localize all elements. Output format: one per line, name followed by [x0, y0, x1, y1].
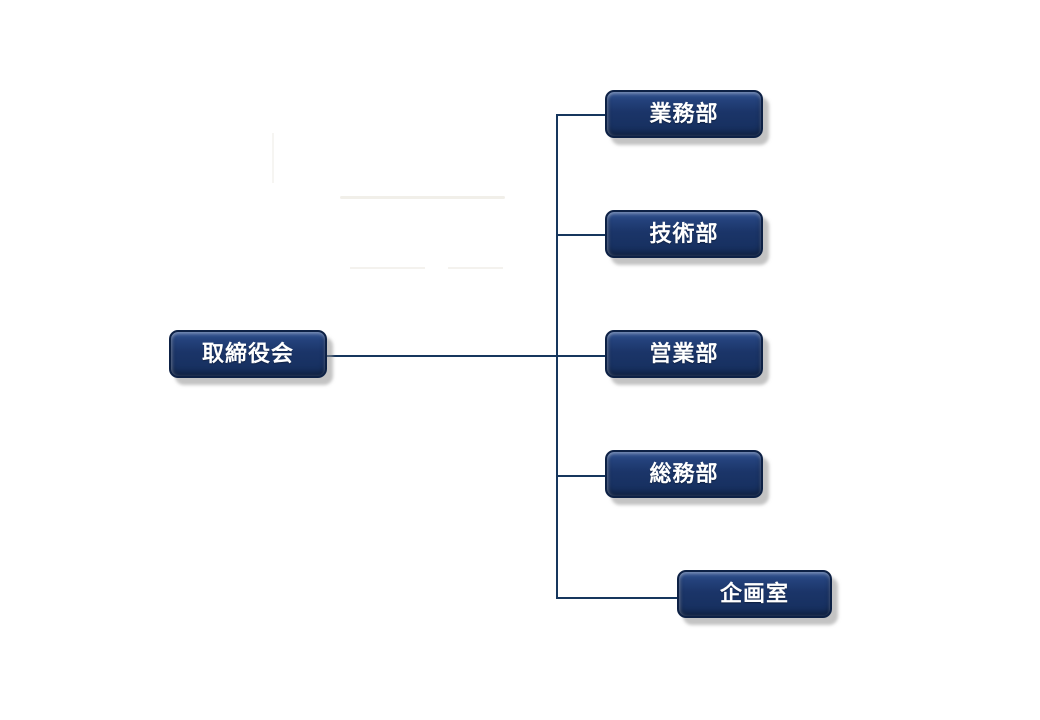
org-node-label: 技術部 — [649, 221, 719, 246]
org-node-general-affairs-dept[interactable]: 総務部 — [605, 450, 763, 498]
connector-stub-somubu — [557, 475, 605, 477]
ghost-artifact — [340, 196, 505, 199]
connector-root-to-trunk — [327, 355, 605, 357]
org-node-label: 企画室 — [719, 581, 789, 606]
org-node-planning-office[interactable]: 企画室 — [677, 570, 832, 618]
connector-stub-gyomubu — [557, 114, 605, 116]
org-node-label: 総務部 — [649, 461, 719, 486]
org-node-operations-dept[interactable]: 業務部 — [605, 90, 763, 138]
org-node-label: 取締役会 — [201, 341, 294, 366]
connector-stub-gijutsubu — [557, 234, 605, 236]
ghost-artifact — [350, 267, 425, 269]
ghost-artifact — [448, 267, 503, 269]
org-node-label: 業務部 — [649, 101, 719, 126]
org-node-engineering-dept[interactable]: 技術部 — [605, 210, 763, 258]
org-node-sales-dept[interactable]: 営業部 — [605, 330, 763, 378]
ghost-artifact — [272, 133, 274, 183]
connector-stub-kikakushitsu — [557, 597, 677, 599]
org-node-label: 営業部 — [649, 341, 719, 366]
org-node-board-of-directors[interactable]: 取締役会 — [169, 330, 327, 378]
